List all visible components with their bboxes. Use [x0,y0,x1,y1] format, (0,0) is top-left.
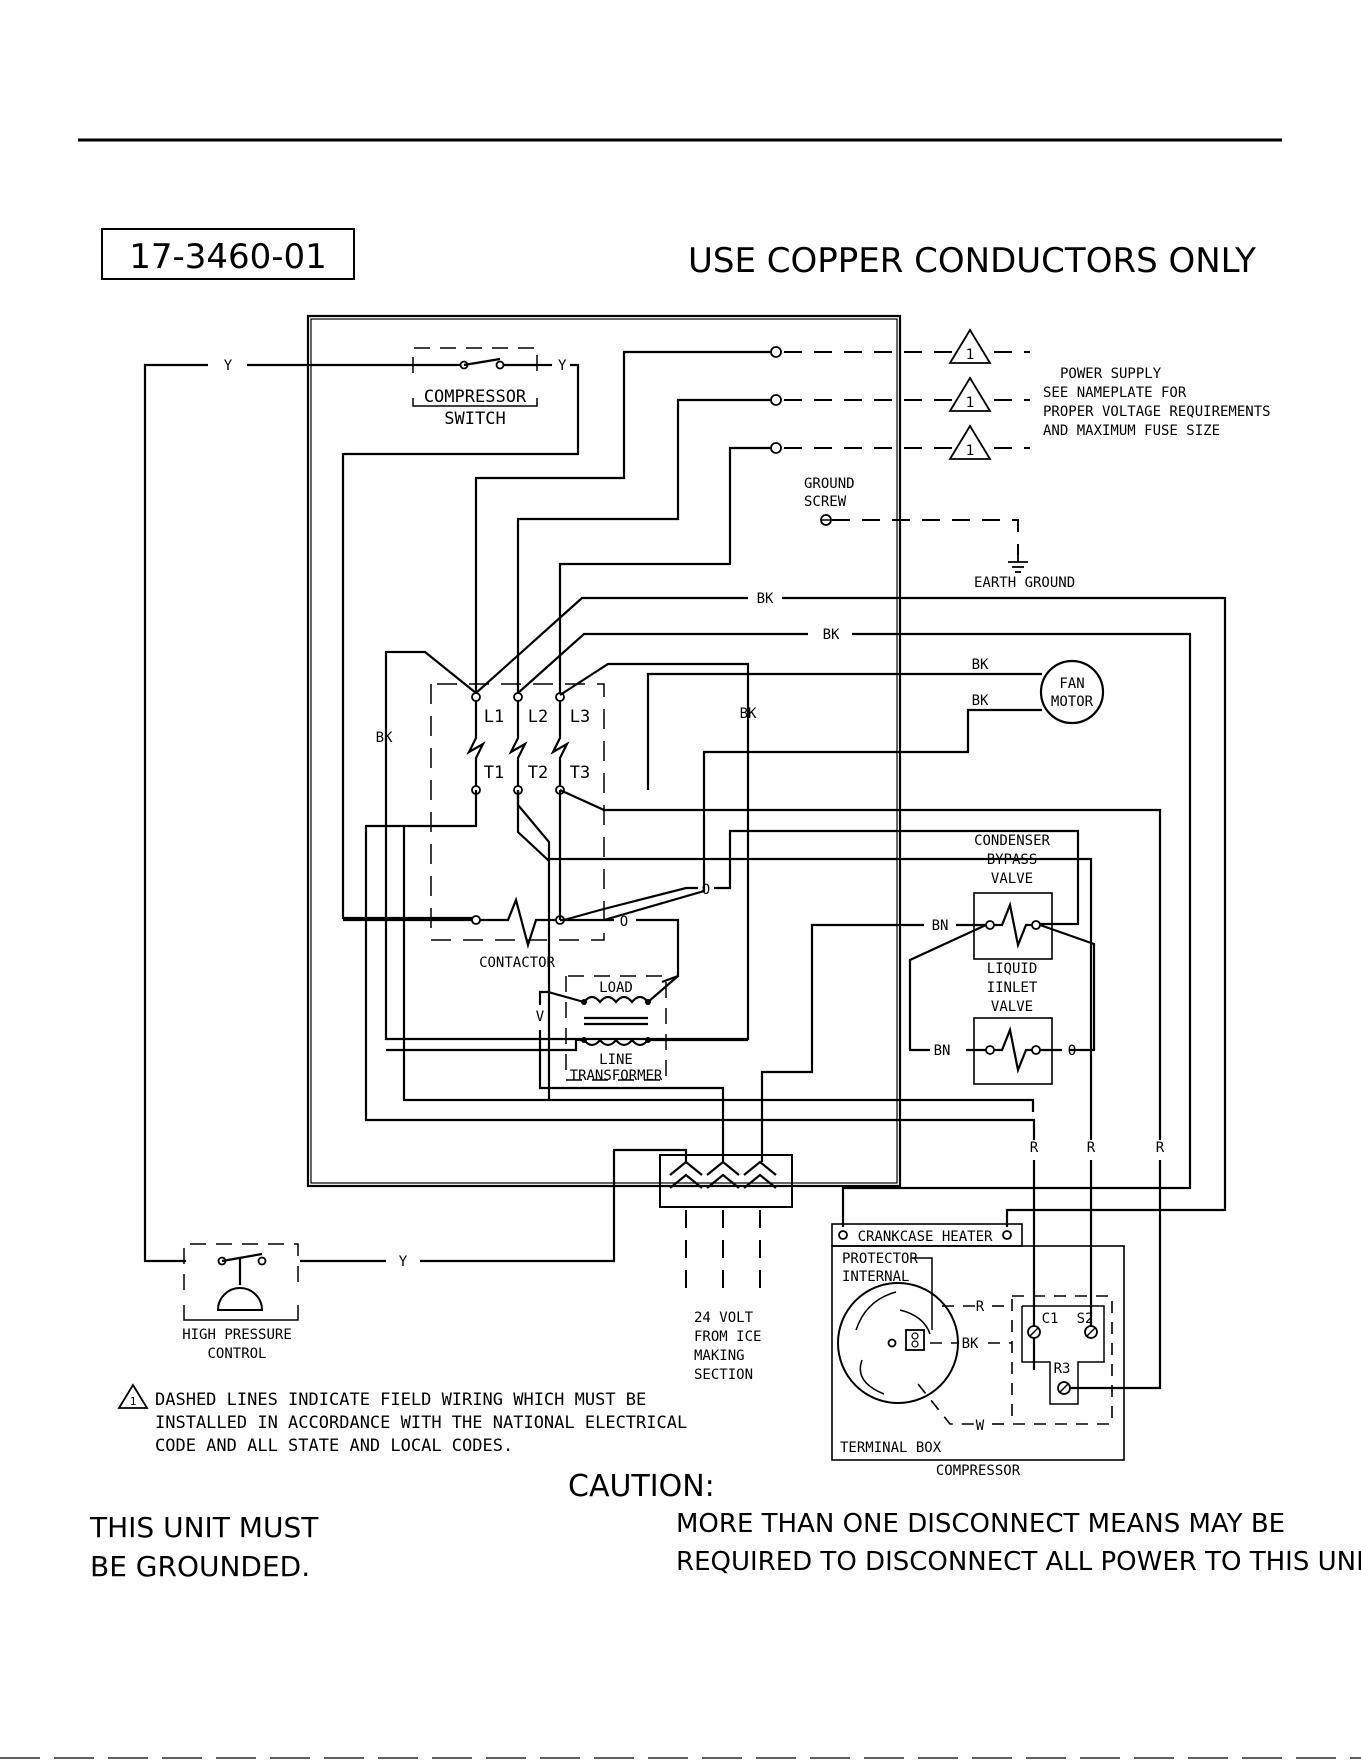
fan-motor-label-1: FAN [1059,676,1084,692]
transformer-line-label-1: LINE [599,1052,633,1068]
triangle-mark: 1 [966,395,974,411]
triangle-mark: 1 [966,443,974,459]
wire-bk-label: BK [962,1336,979,1352]
compressor-label: COMPRESSOR [936,1463,1021,1479]
contactor-l2: L2 [528,707,548,727]
terminal-block-24v: 24 VOLT FROM ICE MAKING SECTION [659,1154,793,1383]
volt-24-label-4: SECTION [694,1367,753,1383]
caution-line-1: MORE THAN ONE DISCONNECT MEANS MAY BE [676,1509,1285,1539]
wire-r-label: R [1087,1140,1096,1156]
wire-r-label: R [976,1299,985,1315]
wire-bk-label: BK [972,657,989,673]
power-supply-note-3: AND MAXIMUM FUSE SIZE [1043,423,1220,439]
field-wiring-triangle-icon [948,328,992,364]
power-supply-title: POWER SUPPLY [1060,366,1162,382]
contactor-label: CONTACTOR [479,955,555,971]
fan-motor-icon [1039,659,1105,725]
wire-bk-label: BK [757,591,774,607]
earth-ground-label: EARTH GROUND [974,575,1075,591]
contactor: L1 L2 L3 T1 T2 T3 CONTACTOR [343,683,605,971]
condenser-bypass-valve: CONDENSER BYPASS VALVE [973,833,1053,960]
wire-r-label: R [1156,1140,1165,1156]
contactor-l3: L3 [570,707,590,727]
wire-o-label: O [702,882,710,898]
protector-label-2: INTERNAL [842,1269,909,1285]
crankcase-heater-label: CRANKCASE HEATER [858,1229,993,1245]
field-wiring-triangle-icon [948,424,992,460]
wire-bk-label: BK [376,730,393,746]
protector-label-1: PROTECTOR [842,1251,918,1267]
high-pressure-label-1: HIGH PRESSURE [182,1327,292,1343]
high-pressure-control: HIGH PRESSURE CONTROL [182,1243,299,1362]
wire-w-label: W [976,1418,985,1434]
transformer-line-label-2: TRANSFORMER [570,1068,663,1084]
terminal-box-label: TERMINAL BOX [840,1440,942,1456]
volt-24-label-3: MAKING [694,1348,745,1364]
wire-o-label: O [1068,1043,1076,1059]
header-note: USE COPPER CONDUCTORS ONLY [688,241,1256,281]
compressor-switch: COMPRESSOR SWITCH [412,347,538,429]
caution-line-2: REQUIRED TO DISCONNECT ALL POWER TO THIS… [676,1547,1361,1577]
field-wiring-note-1: DASHED LINES INDICATE FIELD WIRING WHICH… [155,1390,646,1410]
wire-y-label: Y [558,358,567,374]
wire-bk-label: BK [740,706,757,722]
wire-o-label: O [620,914,628,930]
contactor-l1: L1 [484,707,504,727]
volt-24-label-2: FROM ICE [694,1329,761,1345]
contactor-t1: T1 [484,763,504,783]
fan-motor-label-2: MOTOR [1051,694,1094,710]
compressor-switch-label-1: COMPRESSOR [424,387,527,407]
part-number-box [101,228,355,280]
compressor: PROTECTOR INTERNAL R BK W C1 S2 R3 TERMI… [831,1245,1125,1461]
high-pressure-label-2: CONTROL [207,1346,266,1362]
compressor-switch-label-2: SWITCH [444,409,505,429]
power-supply: 1 1 1 POWER SUPPLY SEE NAMEPLATE FOR PRO… [770,328,1271,460]
field-wiring-note-3: CODE AND ALL STATE AND LOCAL CODES. [155,1436,513,1456]
terminal-c1: C1 [1042,1311,1059,1327]
transformer-load-label: LOAD [599,980,633,996]
condenser-valve-label-3: VALVE [991,871,1033,887]
caution-title: CAUTION: [568,1469,715,1504]
contactor-t3: T3 [570,763,590,783]
crankcase-heater: CRANKCASE HEATER [831,1223,1023,1247]
earth-ground-icon [1008,555,1028,573]
condenser-valve-label-1: CONDENSER [974,833,1050,849]
fan-motor: FAN MOTOR [1039,659,1105,725]
ground-warning-2: BE GROUNDED. [90,1550,310,1583]
ground-warning-1: THIS UNIT MUST [89,1511,319,1544]
terminal-s2: S2 [1077,1311,1094,1327]
condenser-valve-label-2: BYPASS [987,852,1038,868]
volt-24-label-1: 24 VOLT [694,1310,754,1326]
liquid-valve-label-2: IINLET [987,980,1038,996]
contactor-t2: T2 [528,763,548,783]
power-supply-note-2: PROPER VOLTAGE REQUIREMENTS [1043,404,1271,420]
wire-bn-label: BN [934,1043,951,1059]
liquid-valve-label-3: VALVE [991,999,1033,1015]
ground-screw-label-1: GROUND [804,476,855,492]
wire-y-label: Y [399,1254,408,1270]
wire-bk-label: BK [972,693,989,709]
wire-bk-label: BK [823,627,840,643]
power-supply-note-1: SEE NAMEPLATE FOR [1043,385,1187,401]
triangle-mark: 1 [966,347,974,363]
line-transformer: LOAD LINE TRANSFORMER [565,975,667,1084]
field-wiring-note-2: INSTALLED IN ACCORDANCE WITH THE NATIONA… [155,1413,687,1433]
wire-v-label: V [536,1009,545,1025]
liquid-inlet-valve: LIQUID IINLET VALVE [966,961,1062,1085]
field-wiring-triangle-icon [948,376,992,412]
field-wiring-note-mark: 1 [130,1395,137,1408]
warning-triangle-icon [117,1383,149,1409]
wire-r-label: R [1030,1140,1039,1156]
terminal-r3: R3 [1054,1361,1071,1377]
part-number: 17-3460-01 [129,237,327,277]
field-wiring-note: 1 DASHED LINES INDICATE FIELD WIRING WHI… [117,1383,687,1456]
ground-screw-label-2: SCREW [804,494,847,510]
ground-screw: GROUND SCREW EARTH GROUND [804,476,1075,591]
liquid-valve-label-1: LIQUID [987,961,1038,977]
wire-bn-label: BN [932,918,949,934]
pressure-dome-icon [216,1287,264,1311]
wire-y-label: Y [224,358,233,374]
